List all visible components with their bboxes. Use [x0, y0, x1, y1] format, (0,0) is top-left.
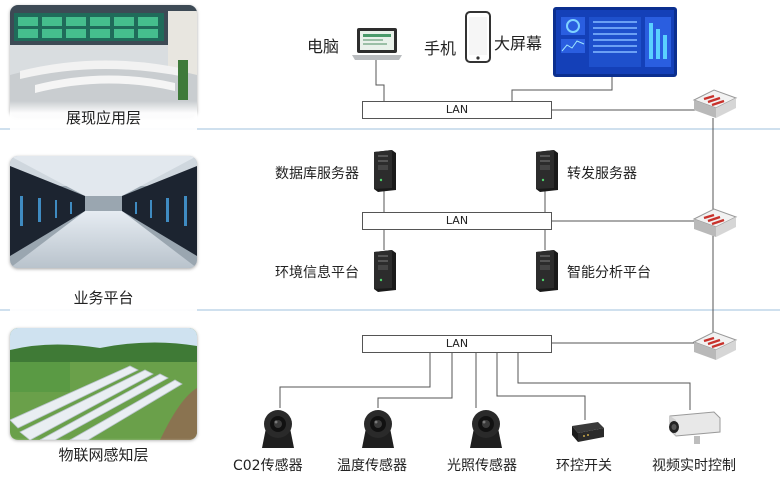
tower-server-icon: [370, 250, 398, 296]
server-label-intelligent-analysis: 智能分析平台: [567, 265, 651, 281]
lan-bar-perception: LAN: [362, 335, 552, 353]
network-switch-icon: [692, 328, 738, 366]
layer-separator-bottom: [0, 309, 780, 311]
device-label-env-control-switch: 环控开关: [556, 458, 612, 474]
bullet-camera-icon: [664, 410, 722, 450]
control-room-photo: [10, 5, 197, 117]
sensor-label-light: 光照传感器: [447, 458, 517, 474]
layer-label-presentation: 展现应用层: [10, 101, 197, 131]
laptop-icon: [352, 27, 402, 65]
ptz-camera-icon: [466, 406, 506, 454]
network-switch-icon: [692, 86, 738, 124]
device-label-video-control: 视频实时控制: [652, 458, 736, 474]
layer-separator-top: [0, 128, 780, 130]
lan-bar-presentation: LAN: [362, 101, 552, 119]
control-switch-icon: [568, 420, 606, 448]
server-label-database: 数据库服务器: [275, 166, 359, 182]
layer-label-business-platform: 业务平台: [10, 281, 197, 311]
device-label-computer: 电脑: [307, 37, 340, 56]
server-room-photo: [10, 156, 197, 268]
tower-server-icon: [370, 150, 398, 196]
server-label-forwarding: 转发服务器: [567, 166, 637, 182]
layer-label-iot-perception: 物联网感知层: [10, 438, 197, 468]
device-label-phone: 手机: [424, 39, 457, 58]
lan-bar-platform: LAN: [362, 212, 552, 230]
ptz-camera-icon: [358, 406, 398, 454]
device-label-big-screen: 大屏幕: [494, 34, 543, 53]
tower-server-icon: [532, 250, 560, 296]
ptz-camera-icon: [258, 406, 298, 454]
phone-icon: [465, 11, 491, 67]
greenhouse-photo: [10, 328, 197, 440]
tower-server-icon: [532, 150, 560, 196]
sensor-label-temperature: 温度传感器: [337, 458, 407, 474]
dashboard-screen-icon: [553, 7, 677, 81]
server-label-environment-info: 环境信息平台: [275, 265, 359, 281]
sensor-label-co2: C02传感器: [233, 458, 303, 474]
network-switch-icon: [692, 205, 738, 243]
